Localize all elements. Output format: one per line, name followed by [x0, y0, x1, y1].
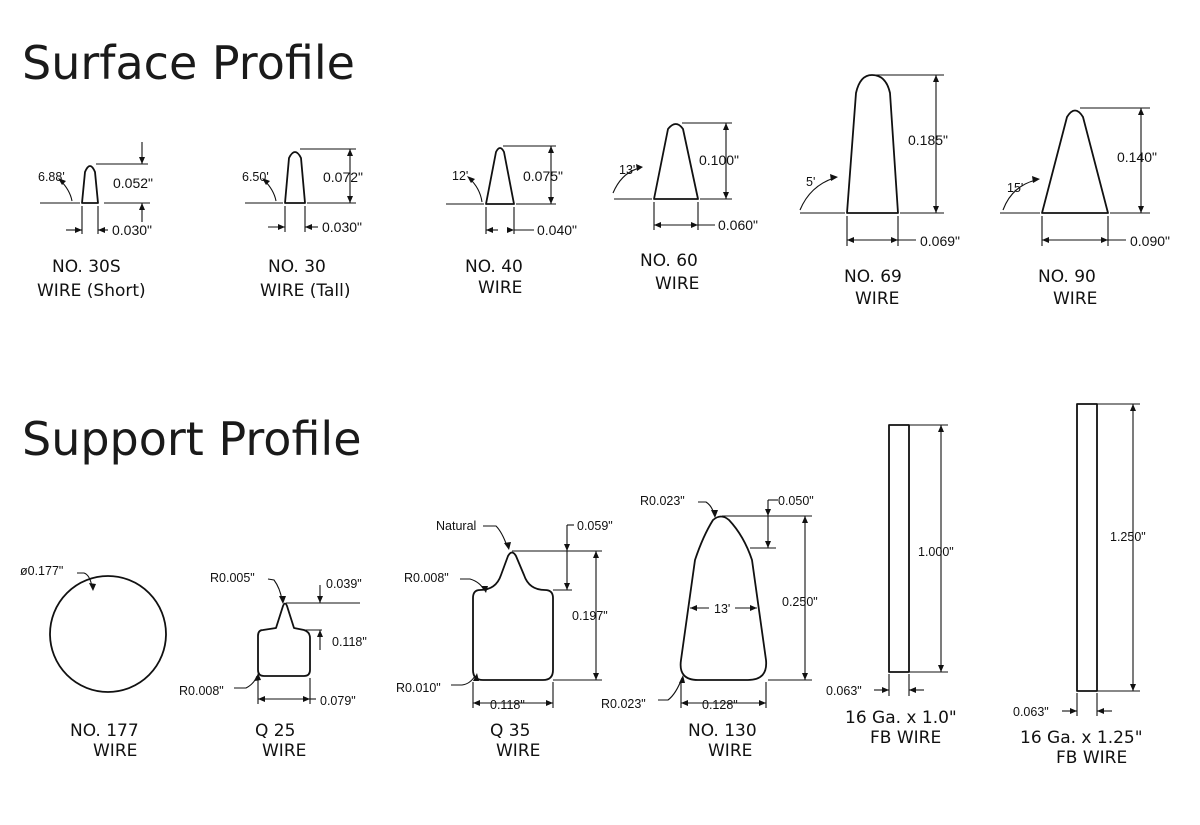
caption-line-2: WIRE (Tall)	[260, 281, 350, 301]
profile-no90: 15' 0.140" 0.090" NO. 90 WIRE	[1000, 107, 1170, 309]
angle-label: 13'	[714, 602, 730, 616]
shoulder-radius-label: R0.008"	[404, 571, 449, 585]
wire-shape	[846, 74, 899, 214]
height-label: 1.250"	[1110, 530, 1146, 544]
wire-shape	[888, 424, 910, 673]
wire-shape	[485, 147, 515, 205]
height-label: 0.140"	[1117, 149, 1157, 165]
natural-label: Natural	[436, 519, 476, 533]
profile-no40: 12' 0.075" 0.040" NO. 40 WIRE	[446, 145, 577, 298]
caption-line-1: Q 35	[490, 721, 530, 741]
tip-radius-label: R0.023"	[640, 494, 685, 508]
height-label: 0.185"	[908, 132, 948, 148]
caption-line-2: WIRE	[855, 289, 899, 309]
top-height-label: 0.050"	[778, 494, 814, 508]
profile-no60: 13' 0.100" 0.060" NO. 60 WIRE	[612, 122, 758, 294]
profile-no69: 5' 0.185" 0.069" NO. 69 WIRE	[799, 74, 960, 309]
width-label: 0.079"	[320, 694, 356, 708]
top-height-label: 0.039"	[326, 577, 362, 591]
angle-label: 6.88'	[38, 170, 65, 184]
caption-line-1: NO. 30S	[52, 257, 121, 277]
caption-line-1: NO. 130	[688, 721, 757, 741]
caption-line-2: WIRE	[1053, 289, 1097, 309]
caption-line-2: WIRE	[93, 741, 137, 761]
profile-q25: R0.005" 0.039" 0.118" R0.008" 0.079" Q 2…	[179, 571, 367, 761]
caption-line-1: NO. 69	[844, 267, 902, 287]
height-label: 0.118"	[332, 635, 367, 649]
wire-shape	[1076, 403, 1098, 692]
caption-line-2: WIRE (Short)	[37, 281, 146, 301]
base-radius-label: R0.008"	[179, 684, 224, 698]
top-height-label: 0.059"	[577, 519, 613, 533]
thickness-label: 0.063"	[826, 684, 862, 698]
height-label: 0.100"	[699, 152, 739, 168]
caption-line-1: NO. 40	[465, 257, 523, 277]
angle-label: 12'	[452, 169, 468, 183]
wire-shape	[284, 151, 306, 204]
angle-label: 5'	[806, 175, 815, 189]
tip-radius-label: R0.005"	[210, 571, 255, 585]
profile-no30s: 6.88' 0.052" 0.030" NO. 30S WIRE (Short)	[37, 142, 153, 301]
caption-line-2: FB WIRE	[870, 728, 941, 748]
caption-line-2: WIRE	[262, 741, 306, 761]
height-label: 0.075"	[523, 168, 563, 184]
angle-label: 13'	[619, 163, 635, 177]
width-label: 0.030"	[112, 222, 152, 238]
caption-line-1: 16 Ga. x 1.25"	[1020, 728, 1143, 748]
height-label: 0.250"	[782, 595, 818, 609]
width-label: 0.118"	[490, 698, 525, 712]
surface-profile-title: Surface Profile	[22, 36, 355, 90]
caption-line-2: WIRE	[655, 274, 699, 294]
profile-fb-1-25: 1.250" 0.063" 16 Ga. x 1.25" FB WIRE	[1013, 403, 1146, 768]
width-label: 0.060"	[718, 217, 758, 233]
base-radius-label: R0.023"	[601, 697, 646, 711]
support-profile-title: Support Profile	[22, 412, 362, 466]
caption-line-1: NO. 90	[1038, 267, 1096, 287]
width-label: 0.030"	[322, 219, 362, 235]
caption-line-1: Q 25	[255, 721, 295, 741]
wire-shape	[1041, 109, 1109, 214]
height-label: 0.052"	[113, 175, 153, 191]
caption-line-1: NO. 60	[640, 251, 698, 271]
width-label: 0.040"	[537, 222, 577, 238]
profile-fb-1-0: 1.000" 0.063" 16 Ga. x 1.0" FB WIRE	[826, 424, 957, 748]
width-label: 0.128"	[702, 698, 738, 712]
angle-label: 15'	[1007, 181, 1023, 195]
width-label: 0.090"	[1130, 233, 1170, 249]
thickness-label: 0.063"	[1013, 705, 1049, 719]
profile-no177: ø0.177" NO. 177 WIRE	[20, 564, 167, 761]
profile-no130: R0.023" 0.050" 13' 0.250" R0.023" 0.128"…	[601, 494, 818, 761]
wire-shape	[81, 165, 99, 204]
height-label: 1.000"	[918, 545, 954, 559]
caption-line-1: 16 Ga. x 1.0"	[845, 708, 957, 728]
width-label: 0.069"	[920, 233, 960, 249]
caption-line-1: NO. 177	[70, 721, 139, 741]
wire-shape	[679, 515, 768, 681]
height-label: 0.072"	[323, 169, 363, 185]
profile-q35: Natural 0.059" R0.008" 0.197" R0.010" 0.…	[396, 519, 613, 761]
caption-line-2: WIRE	[496, 741, 540, 761]
caption-line-2: FB WIRE	[1056, 748, 1127, 768]
diameter-label: ø0.177"	[20, 564, 63, 578]
caption-line-1: NO. 30	[268, 257, 326, 277]
angle-label: 6.50'	[242, 170, 269, 184]
wire-shape	[257, 602, 311, 677]
profile-no30: 6.50' 0.072" 0.030" NO. 30 WIRE (Tall)	[242, 148, 363, 301]
wire-shape	[49, 575, 167, 693]
height-label: 0.197"	[572, 609, 608, 623]
caption-line-2: WIRE	[708, 741, 752, 761]
wire-shape	[653, 123, 699, 200]
base-radius-label: R0.010"	[396, 681, 441, 695]
wire-shape	[472, 551, 554, 681]
caption-line-2: WIRE	[478, 278, 522, 298]
